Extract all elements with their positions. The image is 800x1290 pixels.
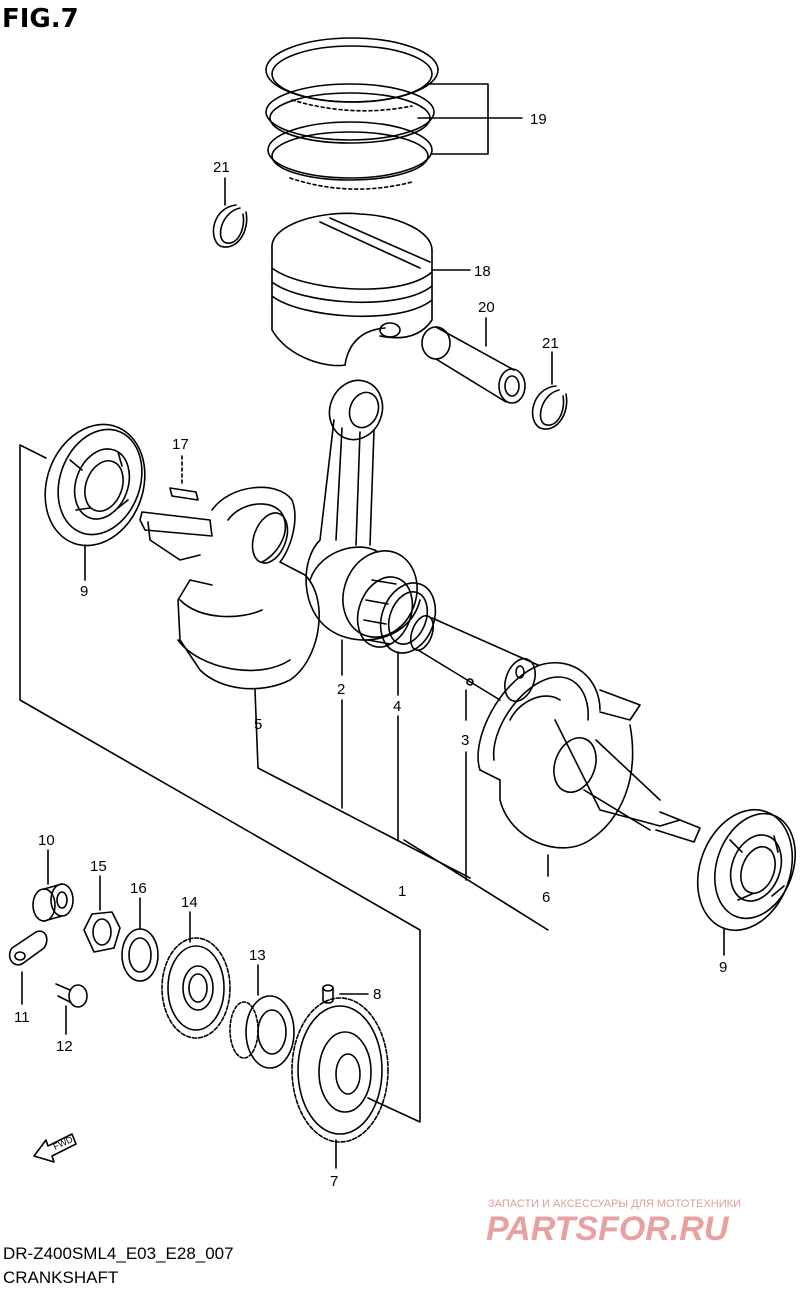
- part-label-6: 6: [542, 889, 550, 906]
- part-label-21-top: 21: [213, 159, 230, 176]
- part-label-20: 20: [478, 299, 495, 316]
- part-label-12: 12: [56, 1038, 73, 1055]
- lock-plate: [8, 930, 48, 966]
- circlip-right: [531, 385, 568, 430]
- crank-half-left: [139, 486, 320, 690]
- part-label-3: 3: [461, 732, 469, 749]
- circlip-top: [212, 204, 248, 248]
- watermark-logo: PARTSFOR.RU: [486, 1210, 730, 1248]
- part-label-4: 4: [393, 698, 401, 715]
- woodruff-key: [169, 487, 199, 501]
- part-label-13: 13: [249, 947, 266, 964]
- piston: [271, 212, 433, 367]
- part-label-11: 11: [14, 1009, 30, 1026]
- needle-bearing: [356, 576, 437, 654]
- diagram-name: CRANKSHAFT: [3, 1268, 119, 1287]
- dowel-pin: [322, 984, 334, 1004]
- part-label-16: 16: [130, 880, 147, 897]
- part-label-1: 1: [398, 883, 406, 900]
- screw: [55, 983, 88, 1008]
- part-label-14: 14: [181, 894, 198, 911]
- connecting-rod: [305, 379, 421, 641]
- washer: [121, 928, 159, 982]
- primary-drive-gear: [161, 937, 231, 1039]
- part-label-15: 15: [90, 858, 107, 875]
- bearing-left: [44, 423, 146, 547]
- part-label-18: 18: [474, 263, 491, 280]
- forward-arrow-icon: [33, 1133, 77, 1163]
- bush: [32, 883, 74, 922]
- hex-nut: [83, 911, 121, 953]
- part-label-2: 2: [337, 681, 345, 698]
- svg-text:PARTSFOR.RU: PARTSFOR.RU: [486, 1210, 730, 1248]
- part-label-21-right: 21: [542, 335, 559, 352]
- figure-title: FIG.7: [2, 4, 79, 34]
- part-label-9-right: 9: [719, 959, 727, 976]
- crank-pin: [409, 614, 539, 703]
- watermark-caption: ЗАПАСТИ И АКСЕССУАРЫ ДЛЯ МОТОТЕХНИКИ: [488, 1198, 741, 1210]
- part-label-7: 7: [330, 1173, 338, 1190]
- bearing-right: [696, 808, 797, 932]
- piston-ring-set: [265, 37, 439, 190]
- balancer-drive-gear: [291, 997, 389, 1143]
- part-label-8: 8: [373, 986, 381, 1003]
- piston-pin: [421, 326, 526, 404]
- diagram-code: DR-Z400SML4_E03_E28_007: [3, 1244, 234, 1263]
- part-label-5: 5: [254, 716, 262, 733]
- part-label-9-left: 9: [80, 583, 88, 600]
- part-label-19: 19: [530, 111, 547, 128]
- gear-spacer: [229, 995, 295, 1069]
- part-label-10: 10: [38, 832, 55, 849]
- crank-half-right: [477, 662, 701, 849]
- part-label-17: 17: [172, 436, 189, 453]
